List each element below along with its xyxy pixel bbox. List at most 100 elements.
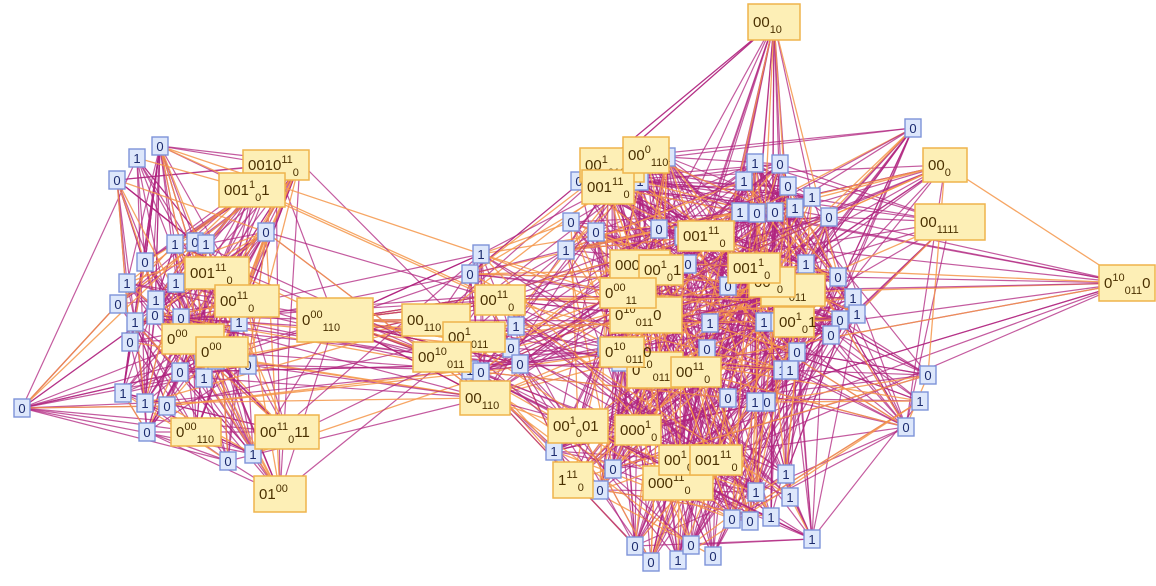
leaf-node[interactable]: 1 [911,391,929,411]
leaf-node[interactable]: 0 [831,310,849,330]
branch-node[interactable]: 000110 [296,297,374,343]
leaf-node[interactable]: 1 [701,313,719,333]
branch-node[interactable]: 0010 [747,3,801,41]
branch-node[interactable]: 000110 [170,417,222,447]
leaf-node[interactable]: 1 [747,482,765,502]
leaf-node[interactable]: 1 [167,273,185,293]
leaf-node[interactable]: 0 [108,170,126,190]
branch-node[interactable]: 000 [195,336,249,368]
leaf-node[interactable]: 1 [731,202,749,222]
leaf-node[interactable]: 1 [557,240,575,260]
leaf-node[interactable]: 1 [166,234,184,254]
branch-node[interactable]: 001110 [581,169,635,205]
branch-node[interactable]: 00110 [474,284,526,316]
leaf-node[interactable]: 1 [762,507,780,527]
branch-node[interactable]: 0100110 [1098,264,1156,302]
leaf-node[interactable]: 1 [781,487,799,507]
leaf-node[interactable]: 1 [136,393,154,413]
leaf-node[interactable]: 1 [781,360,799,380]
leaf-node[interactable]: 0 [788,342,806,362]
leaf-node[interactable]: 1 [755,312,773,332]
leaf-node[interactable]: 0 [897,417,915,437]
leaf-node[interactable]: 1 [195,368,213,388]
branch-node[interactable]: 00110 [459,380,511,416]
leaf-node[interactable]: 0 [587,222,605,242]
leaf-node[interactable]: 1 [746,153,764,173]
leaf-node[interactable]: 0 [704,546,722,566]
leaf-node[interactable]: 0 [698,339,716,359]
leaf-node[interactable]: 1 [126,312,144,332]
branch-node[interactable]: 0100 [253,475,307,513]
branch-node[interactable]: 001001 [547,408,609,444]
leaf-node[interactable]: 1 [669,550,687,570]
leaf-node[interactable]: 0 [13,398,31,418]
branch-node[interactable]: 00110 [670,356,722,388]
leaf-node[interactable]: 0 [650,219,668,239]
leaf-node[interactable]: 0 [719,388,737,408]
leaf-node[interactable]: 0 [741,511,759,531]
leaf-node[interactable]: 0 [257,222,275,242]
leaf-node[interactable]: 1 [197,234,215,254]
branch-node[interactable]: 0010011 [412,341,472,373]
leaf-node[interactable]: 1 [746,392,764,412]
leaf-node[interactable]: 0 [146,305,164,325]
leaf-node[interactable]: 0 [138,422,156,442]
branch-node[interactable]: 00110 [727,252,781,284]
branch-node[interactable]: 0011011 [254,414,320,450]
leaf-node[interactable]: 0 [604,459,622,479]
leaf-node[interactable]: 1 [128,148,146,168]
branch-node[interactable]: 001111 [914,203,986,241]
branch-node[interactable]: 00101 [638,254,684,286]
leaf-node[interactable]: 0 [151,136,169,156]
leaf-node[interactable]: 0 [171,362,189,382]
leaf-node[interactable]: 0 [472,362,490,382]
leaf-node[interactable]: 1 [114,383,132,403]
branch-node[interactable]: 00110 [214,284,280,318]
leaf-node[interactable]: 0 [919,365,937,385]
leaf-node[interactable]: 1 [803,187,821,207]
leaf-node[interactable]: 1 [803,529,821,549]
branch-node[interactable]: 00101 [773,306,816,338]
leaf-node[interactable]: 0 [562,212,580,232]
leaf-node[interactable]: 0 [136,252,154,272]
leaf-node[interactable]: 1 [735,171,753,191]
leaf-node[interactable]: 0 [121,332,139,352]
branch-node[interactable]: 001110 [689,444,743,476]
leaf-node[interactable]: 1 [786,198,804,218]
leaf-node[interactable]: 0 [822,325,840,345]
leaf-node[interactable]: 1 [848,304,866,324]
branch-node[interactable]: 001110 [184,256,250,290]
branch-node[interactable]: 1110 [552,461,594,499]
branch-node[interactable]: 00110 [401,303,471,337]
leaf-node[interactable]: 0 [642,552,660,572]
leaf-node[interactable]: 1 [472,244,490,264]
leaf-node[interactable]: 0 [766,202,784,222]
leaf-node[interactable]: 0 [820,207,838,227]
branch-node[interactable]: 000 [922,147,968,183]
leaf-node[interactable]: 0 [219,451,237,471]
leaf-node[interactable]: 0 [829,267,847,287]
leaf-node[interactable]: 0 [626,536,644,556]
leaf-node[interactable]: 0 [591,480,609,500]
leaf-node[interactable]: 0 [158,396,176,416]
branch-node[interactable]: 00010 [614,414,662,446]
leaf-node[interactable]: 1 [797,254,815,274]
branch-node[interactable]: 001101 [218,172,286,208]
branch-node[interactable]: 001110 [677,220,735,252]
branch-node[interactable]: 000110 [622,136,670,174]
leaf-node[interactable]: 0 [779,176,797,196]
leaf-node[interactable]: 1 [545,441,563,461]
leaf-node[interactable]: 1 [777,464,795,484]
leaf-node[interactable]: 0 [904,118,922,138]
leaf-node[interactable]: 1 [147,290,165,310]
leaf-node[interactable]: 0 [461,264,479,284]
leaf-node[interactable]: 1 [118,273,136,293]
leaf-node[interactable]: 1 [507,316,525,336]
leaf-node[interactable]: 0 [723,509,741,529]
branch-node[interactable]: 00011 [599,277,657,309]
leaf-node[interactable]: 0 [682,535,700,555]
leaf-node[interactable]: 0 [511,354,529,374]
leaf-node[interactable]: 1 [844,288,862,308]
branch-node[interactable]: 0100110 [599,336,651,368]
leaf-node[interactable]: 0 [109,294,127,314]
